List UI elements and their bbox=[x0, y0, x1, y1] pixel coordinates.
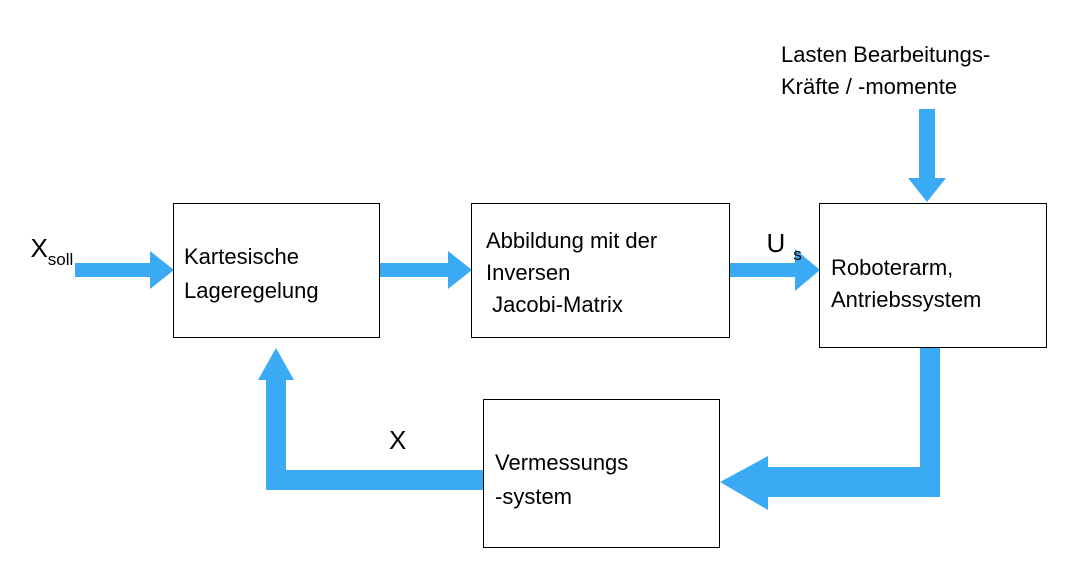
arrow-feedback-to-controller bbox=[258, 348, 483, 490]
arrow-robot-to-measurement bbox=[720, 348, 940, 510]
robot-box: Roboterarm, Antriebssystem bbox=[819, 203, 1047, 348]
feedback-label: X bbox=[389, 425, 407, 455]
jacobi-label-line3: Jacobi-Matrix bbox=[486, 292, 623, 317]
controller-label-line2: Lageregelung bbox=[184, 278, 319, 303]
robot-label-line1: Roboterarm, bbox=[831, 255, 954, 280]
control-signal-subscript: s bbox=[793, 245, 802, 264]
arrow-setpoint-to-controller bbox=[75, 251, 174, 289]
arrow-controller-to-jacobi bbox=[380, 251, 472, 289]
robot-label-line2: Antriebssystem bbox=[831, 287, 982, 312]
setpoint-subscript: soll bbox=[47, 250, 74, 269]
setpoint-symbol: X bbox=[30, 233, 48, 263]
measurement-box: Vermessungs -system bbox=[483, 399, 720, 548]
controller-box: Kartesische Lageregelung bbox=[173, 203, 380, 338]
jacobi-mapping-box: Abbildung mit der Inversen Jacobi-Matrix bbox=[471, 203, 730, 338]
disturbance-label-line1: Lasten Bearbeitungs- bbox=[781, 42, 991, 67]
arrow-disturbance-to-robot bbox=[908, 109, 946, 202]
controller-label-line1: Kartesische bbox=[184, 244, 299, 269]
control-signal-symbol: U bbox=[766, 228, 786, 258]
disturbance-label-line2: Kräfte / -momente bbox=[781, 74, 958, 99]
jacobi-label-line1: Abbildung mit der bbox=[486, 228, 658, 253]
setpoint-label: Xsoll bbox=[16, 203, 74, 269]
measurement-label-line1: Vermessungs bbox=[495, 450, 629, 475]
measurement-label-line2: -system bbox=[495, 484, 572, 509]
arrow-jacobi-to-robot bbox=[730, 249, 820, 291]
jacobi-label-line2: Inversen bbox=[486, 260, 571, 285]
